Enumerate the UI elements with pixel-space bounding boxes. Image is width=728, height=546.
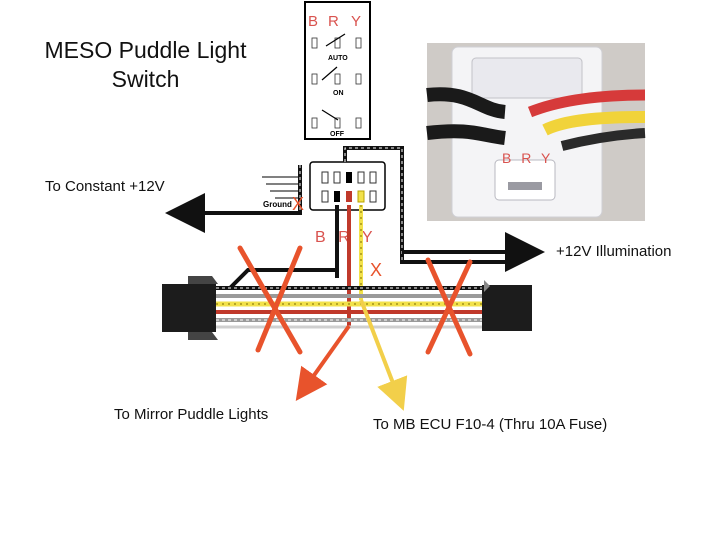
label-ecu: To MB ECU F10-4 (Thru 10A Fuse) (373, 416, 608, 433)
switch-letter-b: B (308, 13, 318, 30)
cut-mark-ground: X (292, 194, 304, 214)
label-illumination: +12V Illumination (556, 243, 672, 260)
cut-mark-illumination: X (370, 260, 382, 280)
photo-wire-letters: B R Y (502, 150, 553, 166)
switch-connector: Ground B R Y (262, 161, 386, 246)
switch-letter-r: R (328, 13, 339, 30)
title-line-2: Switch (111, 66, 180, 92)
label-constant-12v: To Constant +12V (45, 178, 165, 195)
switch-letter-y: Y (351, 13, 361, 30)
connector-photo: B R Y (426, 43, 646, 221)
position-auto-label: AUTO (328, 55, 348, 62)
switch-wires (165, 146, 545, 326)
title-line-1: MESO Puddle Light (44, 37, 247, 63)
output-arrows (295, 299, 408, 411)
position-off-label: OFF (330, 131, 345, 138)
position-on-label: ON (333, 90, 344, 97)
page-title: MESO Puddle Light Switch (28, 36, 263, 94)
ground-label: Ground (263, 200, 292, 209)
switch-box: B R Y AUTO ON OFF (304, 1, 371, 140)
cut-marks: X X (237, 194, 473, 357)
connector-wire-letters: B R Y (315, 229, 377, 246)
label-mirror-lights: To Mirror Puddle Lights (114, 406, 269, 423)
